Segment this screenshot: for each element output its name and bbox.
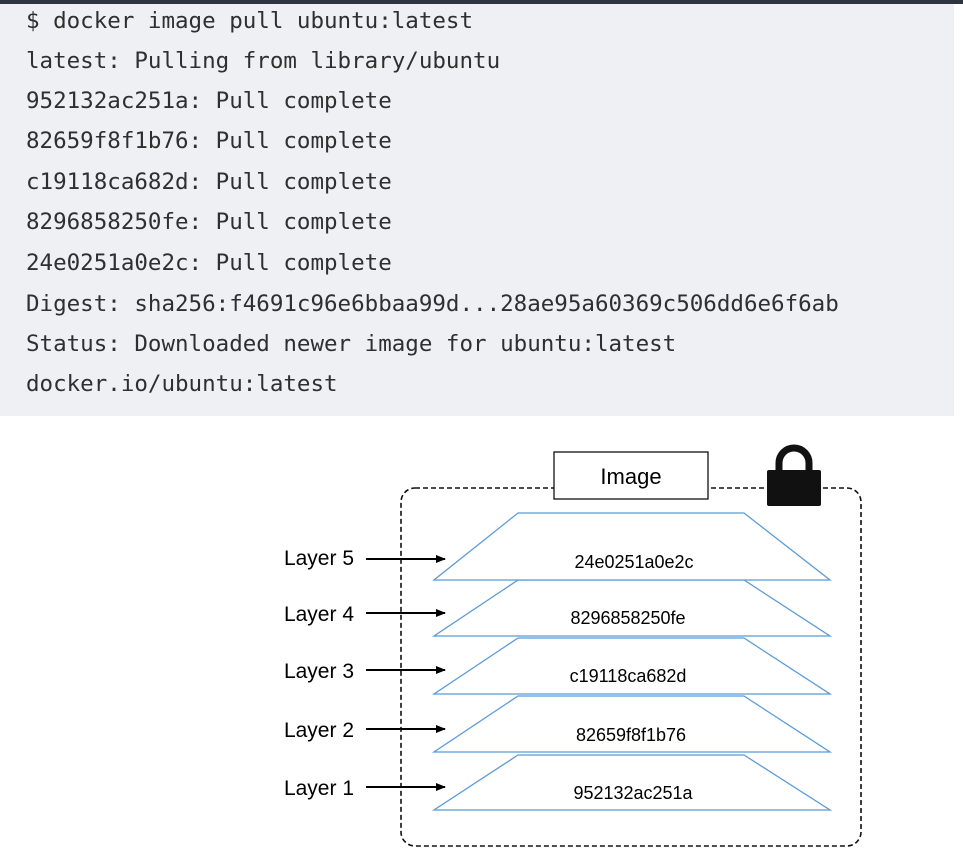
layer-hash: 952132ac251a bbox=[573, 783, 693, 803]
layer-2: 82659f8f1b76 Layer 2 bbox=[284, 695, 833, 753]
terminal-line: 952132ac251a: Pull complete bbox=[26, 88, 392, 114]
layer-4: 8296858250fe Layer 4 bbox=[284, 579, 833, 637]
layer-shape bbox=[431, 637, 833, 695]
image-title: Image bbox=[600, 464, 661, 489]
terminal-line-status: Status: Downloaded newer image for ubunt… bbox=[26, 331, 677, 357]
terminal-line: 8296858250fe: Pull complete bbox=[26, 209, 392, 235]
terminal-line-command: $ docker image pull ubuntu:latest bbox=[26, 8, 474, 34]
layer-label: Layer 2 bbox=[284, 719, 354, 742]
layer-hash: c19118ca682d bbox=[570, 666, 687, 686]
layer-hash: 8296858250fe bbox=[570, 608, 685, 628]
layer-1: 952132ac251a Layer 1 bbox=[284, 754, 833, 811]
terminal-line-digest: Digest: sha256:f4691c96e6bbaa99d...28ae9… bbox=[26, 291, 839, 317]
layer-hash: 24e0251a0e2c bbox=[574, 552, 693, 572]
layer-shape bbox=[431, 695, 833, 753]
layer-label: Layer 4 bbox=[284, 603, 354, 626]
layer-3: c19118ca682d Layer 3 bbox=[284, 637, 833, 695]
layer-label: Layer 3 bbox=[284, 660, 354, 683]
layer-5: 24e0251a0e2c Layer 5 bbox=[284, 512, 832, 581]
layer-shape bbox=[432, 512, 832, 581]
image-title-box: Image bbox=[553, 451, 709, 500]
layer-shape bbox=[431, 754, 833, 811]
terminal-line: c19118ca682d: Pull complete bbox=[26, 169, 392, 195]
layer-hash: 82659f8f1b76 bbox=[576, 725, 686, 745]
layer-label: Layer 5 bbox=[284, 547, 354, 570]
top-border bbox=[0, 0, 963, 4]
terminal-line: 82659f8f1b76: Pull complete bbox=[26, 128, 392, 154]
lock-icon bbox=[767, 444, 821, 506]
terminal-line: latest: Pulling from library/ubuntu bbox=[26, 48, 501, 74]
terminal-line: 24e0251a0e2c: Pull complete bbox=[26, 250, 392, 276]
terminal-line: docker.io/ubuntu:latest bbox=[26, 371, 338, 397]
terminal-output: $ docker image pull ubuntu:latest latest… bbox=[0, 4, 954, 416]
layer-label: Layer 1 bbox=[284, 777, 354, 800]
